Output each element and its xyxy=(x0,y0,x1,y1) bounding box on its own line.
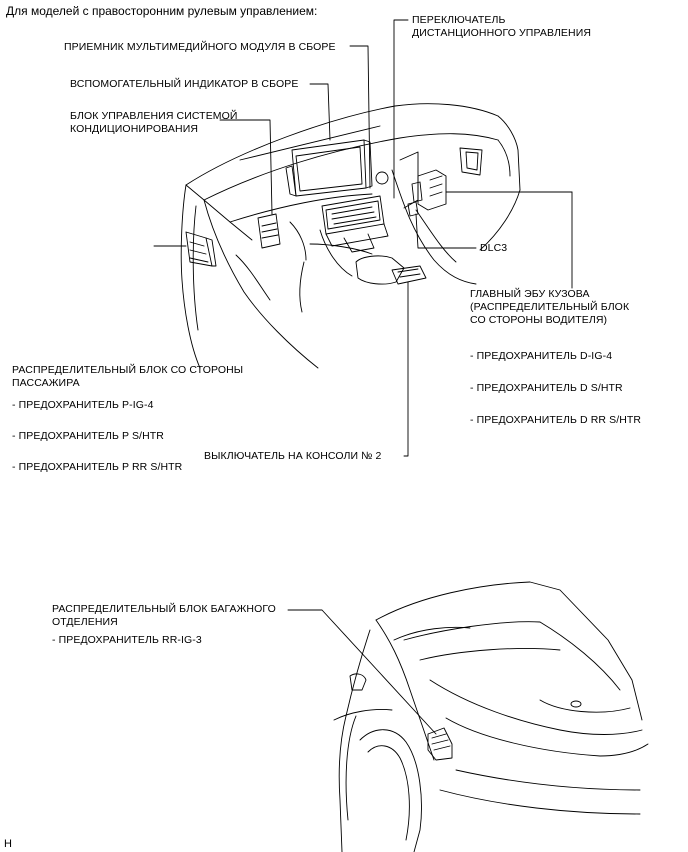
trunk-block-label-l2: ОТДЕЛЕНИЯ xyxy=(52,616,118,628)
trunk-block-label-l1: РАСПРЕДЕЛИТЕЛЬНЫЙ БЛОК БАГАЖНОГО xyxy=(52,603,276,615)
figure-caption: H xyxy=(4,838,12,850)
d-fuse-2: - ПРЕДОХРАНИТЕЛЬ D S/HTR xyxy=(470,382,623,394)
aux-indicator-label: ВСПОМОГАТЕЛЬНЫЙ ИНДИКАТОР В СБОРЕ xyxy=(70,78,299,90)
passenger-block-label-l1: РАСПРЕДЕЛИТЕЛЬНЫЙ БЛОК СО СТОРОНЫ xyxy=(12,364,244,376)
d-fuse-3: - ПРЕДОХРАНИТЕЛЬ D RR S/HTR xyxy=(470,414,642,426)
dlc3-label: DLC3 xyxy=(480,242,508,254)
dashboard-drawing xyxy=(153,19,573,457)
console-switch-label: ВЫКЛЮЧАТЕЛЬ НА КОНСОЛИ № 2 xyxy=(204,450,382,462)
d-fuse-1: - ПРЕДОХРАНИТЕЛЬ D-IG-4 xyxy=(470,350,613,362)
passenger-block-label-l2: ПАССАЖИРА xyxy=(12,377,80,389)
page-header: Для моделей с правосторонним рулевым упр… xyxy=(6,4,318,18)
body-ecu-label-l1: ГЛАВНЫЙ ЭБУ КУЗОВА xyxy=(470,288,590,300)
remote-switch-label-l2: ДИСТАНЦИОННОГО УПРАВЛЕНИЯ xyxy=(412,27,592,39)
body-ecu-label-l2: (РАСПРЕДЕЛИТЕЛЬНЫЙ БЛОК xyxy=(470,301,630,313)
trunk-fuse: - ПРЕДОХРАНИТЕЛЬ RR-IG-3 xyxy=(52,634,202,646)
car-rear-drawing xyxy=(287,581,649,852)
p-fuse-1: - ПРЕДОХРАНИТЕЛЬ P-IG-4 xyxy=(12,399,154,411)
receiver-label: ПРИЕМНИК МУЛЬТИМЕДИЙНОГО МОДУЛЯ В СБОРЕ xyxy=(64,41,336,53)
p-fuse-2: - ПРЕДОХРАНИТЕЛЬ P S/HTR xyxy=(12,430,164,442)
remote-switch-label-l1: ПЕРЕКЛЮЧАТЕЛЬ xyxy=(412,14,506,26)
ac-control-label-l1: БЛОК УПРАВЛЕНИЯ СИСТЕМОЙ xyxy=(70,110,238,122)
p-fuse-3: - ПРЕДОХРАНИТЕЛЬ P RR S/HTR xyxy=(12,461,183,473)
body-ecu-label-l3: СО СТОРОНЫ ВОДИТЕЛЯ) xyxy=(470,314,608,326)
ac-control-label-l2: КОНДИЦИОНИРОВАНИЯ xyxy=(70,123,199,135)
